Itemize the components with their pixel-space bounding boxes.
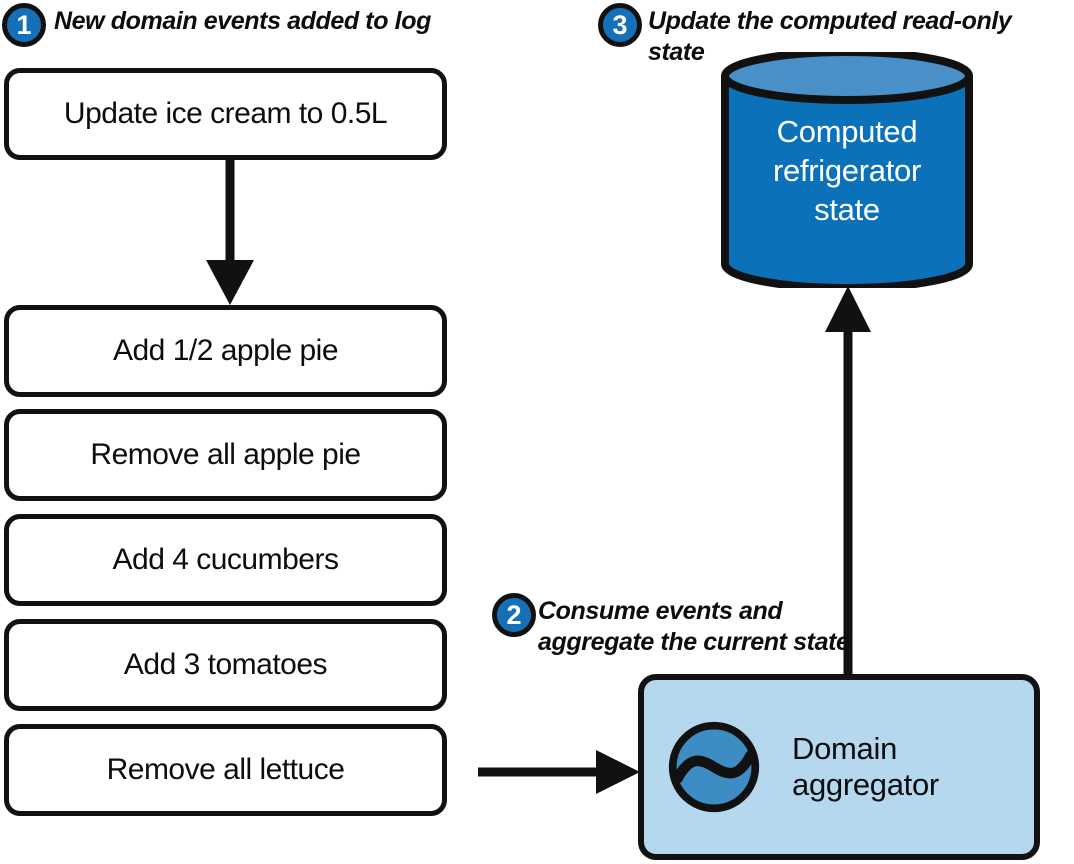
- event-label: Update ice cream to 0.5L: [63, 97, 388, 130]
- event-box-add-tomatoes[interactable]: Add 3 tomatoes: [4, 619, 447, 711]
- event-label: Add 1/2 apple pie: [112, 334, 339, 367]
- step-badge-1: 1: [2, 3, 46, 47]
- wave-circle-icon: [668, 721, 760, 813]
- event-label: Add 4 cucumbers: [112, 543, 339, 576]
- event-label: Remove all apple pie: [90, 438, 361, 471]
- event-box-add-apple-pie[interactable]: Add 1/2 apple pie: [4, 305, 447, 397]
- domain-aggregator-box[interactable]: Domain aggregator: [638, 674, 1040, 860]
- step-caption-2: Consume events and aggregate the current…: [538, 597, 850, 656]
- arrow-log-to-aggregator: [478, 750, 640, 794]
- arrow-events-append: [206, 158, 254, 305]
- step-caption-1: New domain events added to log: [54, 7, 431, 35]
- step-badge-2: 2: [492, 593, 536, 637]
- event-box-remove-lettuce[interactable]: Remove all lettuce: [4, 724, 447, 816]
- event-label: Add 3 tomatoes: [123, 648, 328, 681]
- step-badge-3: 3: [598, 3, 642, 47]
- event-box-add-cucumbers[interactable]: Add 4 cucumbers: [4, 514, 447, 606]
- aggregator-label: Domain aggregator: [792, 731, 939, 802]
- event-label: Remove all lettuce: [106, 753, 345, 786]
- cylinder-shape: [721, 52, 973, 288]
- arrow-aggregator-to-state: [825, 286, 871, 680]
- computed-state-cylinder[interactable]: Computed refrigerator state: [720, 52, 974, 288]
- step-caption-3: Update the computed read-only state: [648, 7, 1012, 66]
- event-box-remove-apple-pie[interactable]: Remove all apple pie: [4, 409, 447, 501]
- event-box-update-ice-cream[interactable]: Update ice cream to 0.5L: [4, 68, 447, 160]
